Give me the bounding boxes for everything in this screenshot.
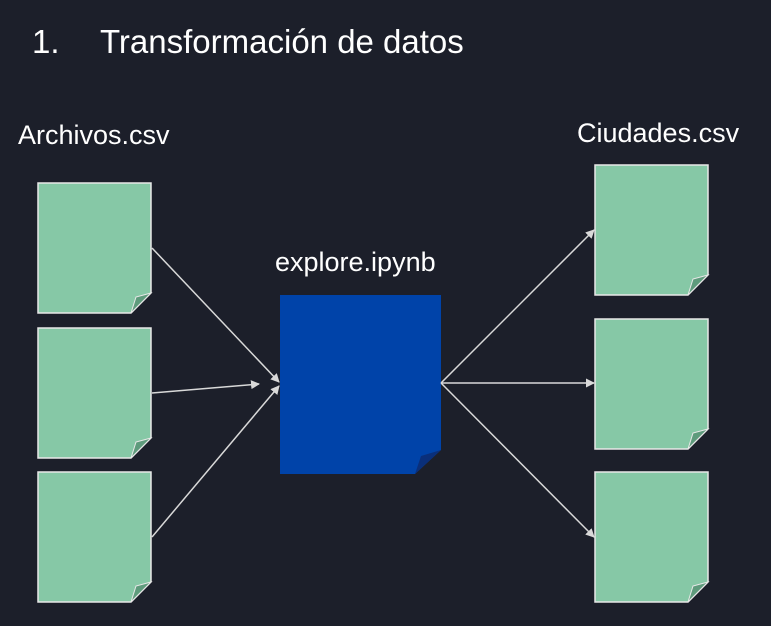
arrow-input-2-to-notebook	[151, 380, 260, 394]
input-file-3	[37, 471, 153, 603]
input-file-1	[37, 182, 153, 314]
slide-heading: 1. Transformación de datos	[32, 22, 464, 62]
arrow-notebook-to-output-3	[440, 382, 595, 538]
page-title: Transformación de datos	[100, 23, 464, 60]
output-file-2	[594, 318, 710, 450]
arrow-input-3-to-notebook	[151, 385, 280, 538]
input-files-label: Archivos.csv	[18, 120, 170, 150]
input-file-2	[37, 327, 153, 459]
heading-number: 1.	[32, 23, 60, 60]
notebook-label: explore.ipynb	[275, 247, 436, 277]
output-files-label: Ciudades.csv	[577, 118, 740, 148]
notebook-document	[280, 295, 441, 474]
output-file-1	[594, 164, 710, 296]
arrow-input-1-to-notebook	[151, 247, 280, 383]
output-file-3	[594, 471, 710, 603]
arrow-notebook-to-output-1	[440, 229, 595, 384]
